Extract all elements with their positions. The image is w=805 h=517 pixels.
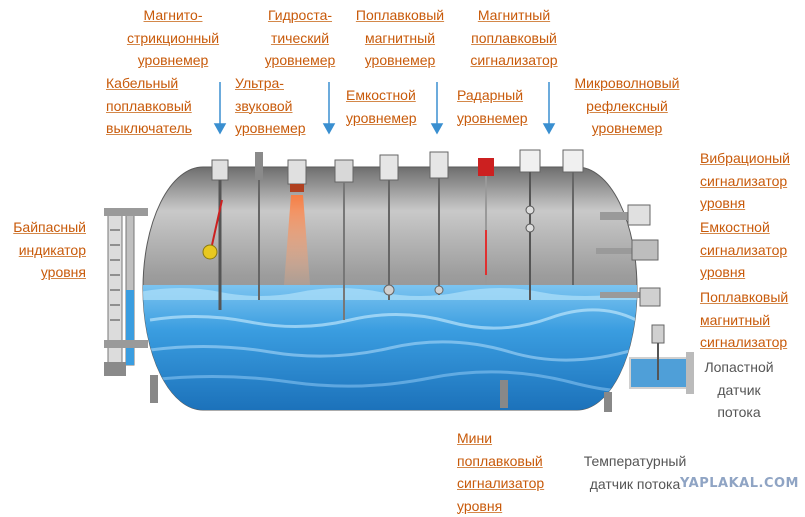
paddle-flow-sensor	[651, 324, 665, 380]
float-magnetic-level-probe	[379, 154, 399, 300]
water-volume	[143, 285, 637, 410]
vibration-switch	[600, 204, 651, 226]
microwave-reflex-probe	[519, 149, 541, 300]
magnetic-float-switch-probe	[429, 151, 449, 295]
bypass-indicator	[104, 208, 148, 376]
ultrasonic-sensor	[284, 159, 310, 285]
mini-float-switch	[500, 380, 508, 408]
capacitive-level-probe	[334, 159, 354, 320]
float-magnetic-switch	[600, 287, 661, 307]
callout-arrows	[213, 82, 556, 135]
watermark: YAPLAKAL.COM	[680, 476, 799, 491]
temperature-flow-sensor	[604, 392, 612, 412]
outlet-pipe	[629, 352, 694, 394]
capacitive-switch	[596, 239, 659, 261]
microwave-reflex-probe-2	[562, 149, 584, 285]
cable-float-switch	[202, 199, 223, 260]
hydrostatic-probe	[255, 152, 263, 300]
magnetostrictive-probe	[211, 159, 229, 310]
left-leg	[150, 375, 158, 403]
radar-sensor	[478, 158, 494, 285]
